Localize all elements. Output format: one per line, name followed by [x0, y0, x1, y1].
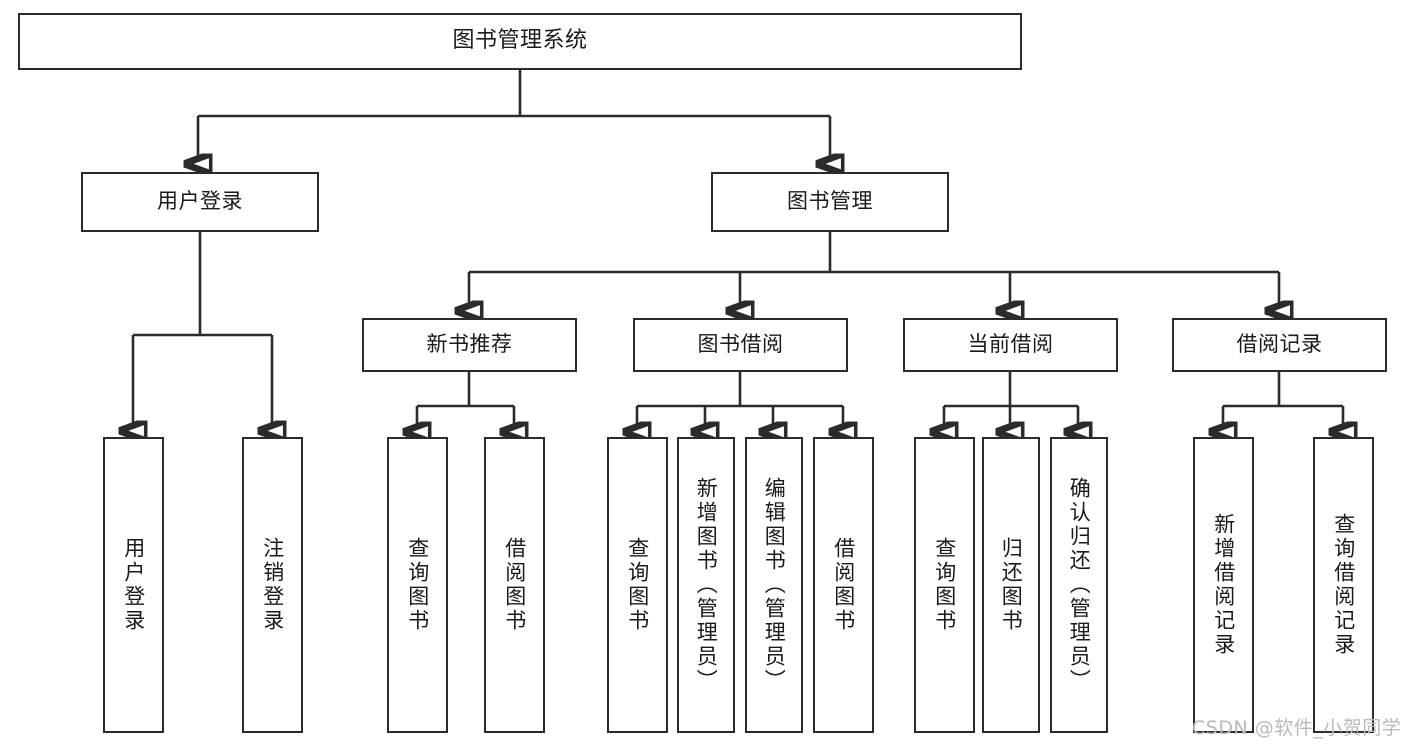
node-label: 用户登录: [157, 189, 243, 214]
leaf-add-book-admin[interactable]: 新增图书（管理员）: [677, 437, 735, 733]
node-label: 图书借阅: [697, 332, 784, 357]
node-label: 借阅图书: [831, 537, 856, 633]
node-label: 确认归还（管理员）: [1067, 477, 1092, 693]
node-current-borrow[interactable]: 当前借阅: [903, 318, 1118, 372]
node-label: 注销登录: [260, 537, 285, 633]
node-label: 图书管理: [787, 189, 873, 214]
leaf-add-borrow-record[interactable]: 新增借阅记录: [1193, 437, 1254, 733]
node-new-book-recommend[interactable]: 新书推荐: [362, 318, 577, 372]
node-label: 用户登录: [121, 537, 146, 633]
leaf-query-book-current[interactable]: 查询图书: [914, 437, 975, 733]
leaf-query-book-borrow[interactable]: 查询图书: [607, 437, 668, 733]
leaf-borrow-book[interactable]: 借阅图书: [813, 437, 874, 733]
node-book-management[interactable]: 图书管理: [711, 172, 949, 232]
node-label: 查询图书: [405, 537, 430, 633]
node-label: 新书推荐: [426, 332, 513, 357]
node-label: 编辑图书（管理员）: [762, 477, 787, 693]
leaf-user-login[interactable]: 用户登录: [103, 437, 164, 733]
watermark: CSDN @软件_小贺同学: [1192, 717, 1402, 739]
leaf-return-book[interactable]: 归还图书: [982, 437, 1040, 733]
node-label: 查询图书: [625, 537, 650, 633]
node-label: 借阅图书: [502, 537, 527, 633]
node-label: 借阅记录: [1236, 332, 1323, 357]
leaf-logout-login[interactable]: 注销登录: [242, 437, 303, 733]
node-borrow-record[interactable]: 借阅记录: [1172, 318, 1387, 372]
node-label: 新增借阅记录: [1211, 513, 1236, 657]
leaf-edit-book-admin[interactable]: 编辑图书（管理员）: [745, 437, 803, 733]
node-book-borrow[interactable]: 图书借阅: [633, 318, 848, 372]
node-label: 归还图书: [999, 537, 1024, 633]
node-root-book-management-system[interactable]: 图书管理系统: [18, 13, 1022, 70]
leaf-query-book-recommend[interactable]: 查询图书: [387, 437, 448, 733]
node-user-login[interactable]: 用户登录: [81, 172, 319, 232]
leaf-query-borrow-record[interactable]: 查询借阅记录: [1313, 437, 1374, 733]
node-label: 查询图书: [932, 537, 957, 633]
node-label: 图书管理系统: [452, 28, 588, 54]
leaf-borrow-book-recommend[interactable]: 借阅图书: [484, 437, 545, 733]
node-label: 新增图书（管理员）: [694, 477, 719, 693]
node-label: 当前借阅: [967, 332, 1054, 357]
node-label: 查询借阅记录: [1331, 513, 1356, 657]
leaf-confirm-return-admin[interactable]: 确认归还（管理员）: [1050, 437, 1108, 733]
